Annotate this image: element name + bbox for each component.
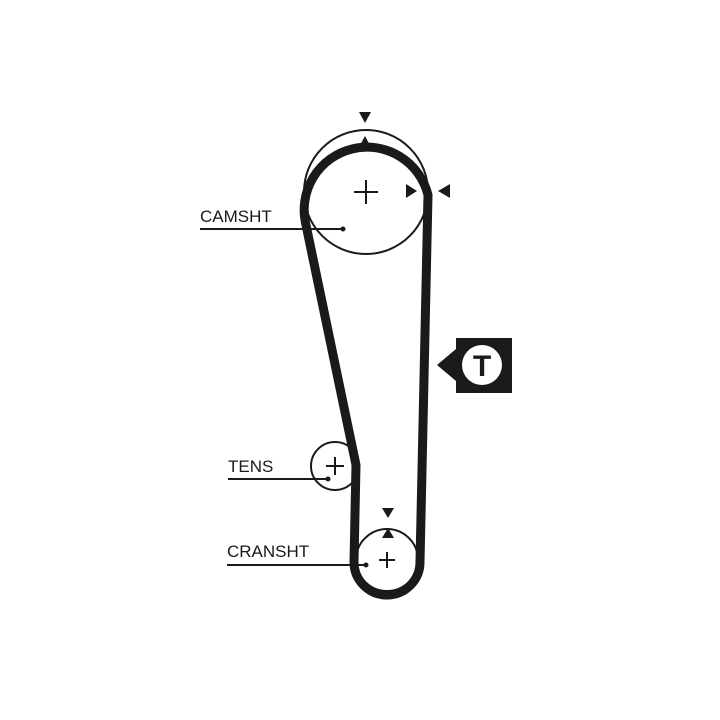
timing-belt [299, 142, 433, 600]
tension-marker-icon: T [437, 338, 512, 393]
camshaft-pulley-circle [303, 129, 429, 255]
timing-mark-arrow-icon [406, 184, 417, 198]
timing-mark-arrow-icon [359, 112, 371, 123]
camshaft-leader-dot [340, 226, 346, 232]
tensioner-pulley [310, 441, 360, 491]
camshaft-label: CAMSHT [200, 207, 272, 226]
tensioner-label-group: TENS [228, 457, 331, 482]
tensioner-pulley-circle [310, 441, 360, 491]
timing-mark-arrow-icon [438, 184, 450, 198]
crankshaft-label: CRANSHT [227, 542, 309, 561]
timing-mark-arrow-icon [359, 136, 371, 147]
crankshaft-label-group: CRANSHT [227, 542, 369, 568]
tension-badge-letter: T [473, 350, 491, 383]
crankshaft-leader-dot [363, 562, 369, 568]
center-plus-icon [379, 552, 395, 568]
tension-badge-pointer [437, 349, 456, 381]
camshaft-pulley [303, 112, 450, 255]
center-plus-icon [354, 180, 378, 204]
tensioner-label: TENS [228, 457, 273, 476]
center-plus-icon [326, 457, 344, 475]
timing-mark-arrow-icon [382, 508, 394, 518]
crankshaft-pulley-circle [355, 528, 419, 592]
tension-badge-circle [462, 345, 502, 385]
camshaft-label-group: CAMSHT [200, 207, 346, 232]
tensioner-leader-dot [325, 476, 331, 482]
timing-mark-arrow-icon [382, 528, 394, 538]
crankshaft-pulley [355, 508, 419, 592]
